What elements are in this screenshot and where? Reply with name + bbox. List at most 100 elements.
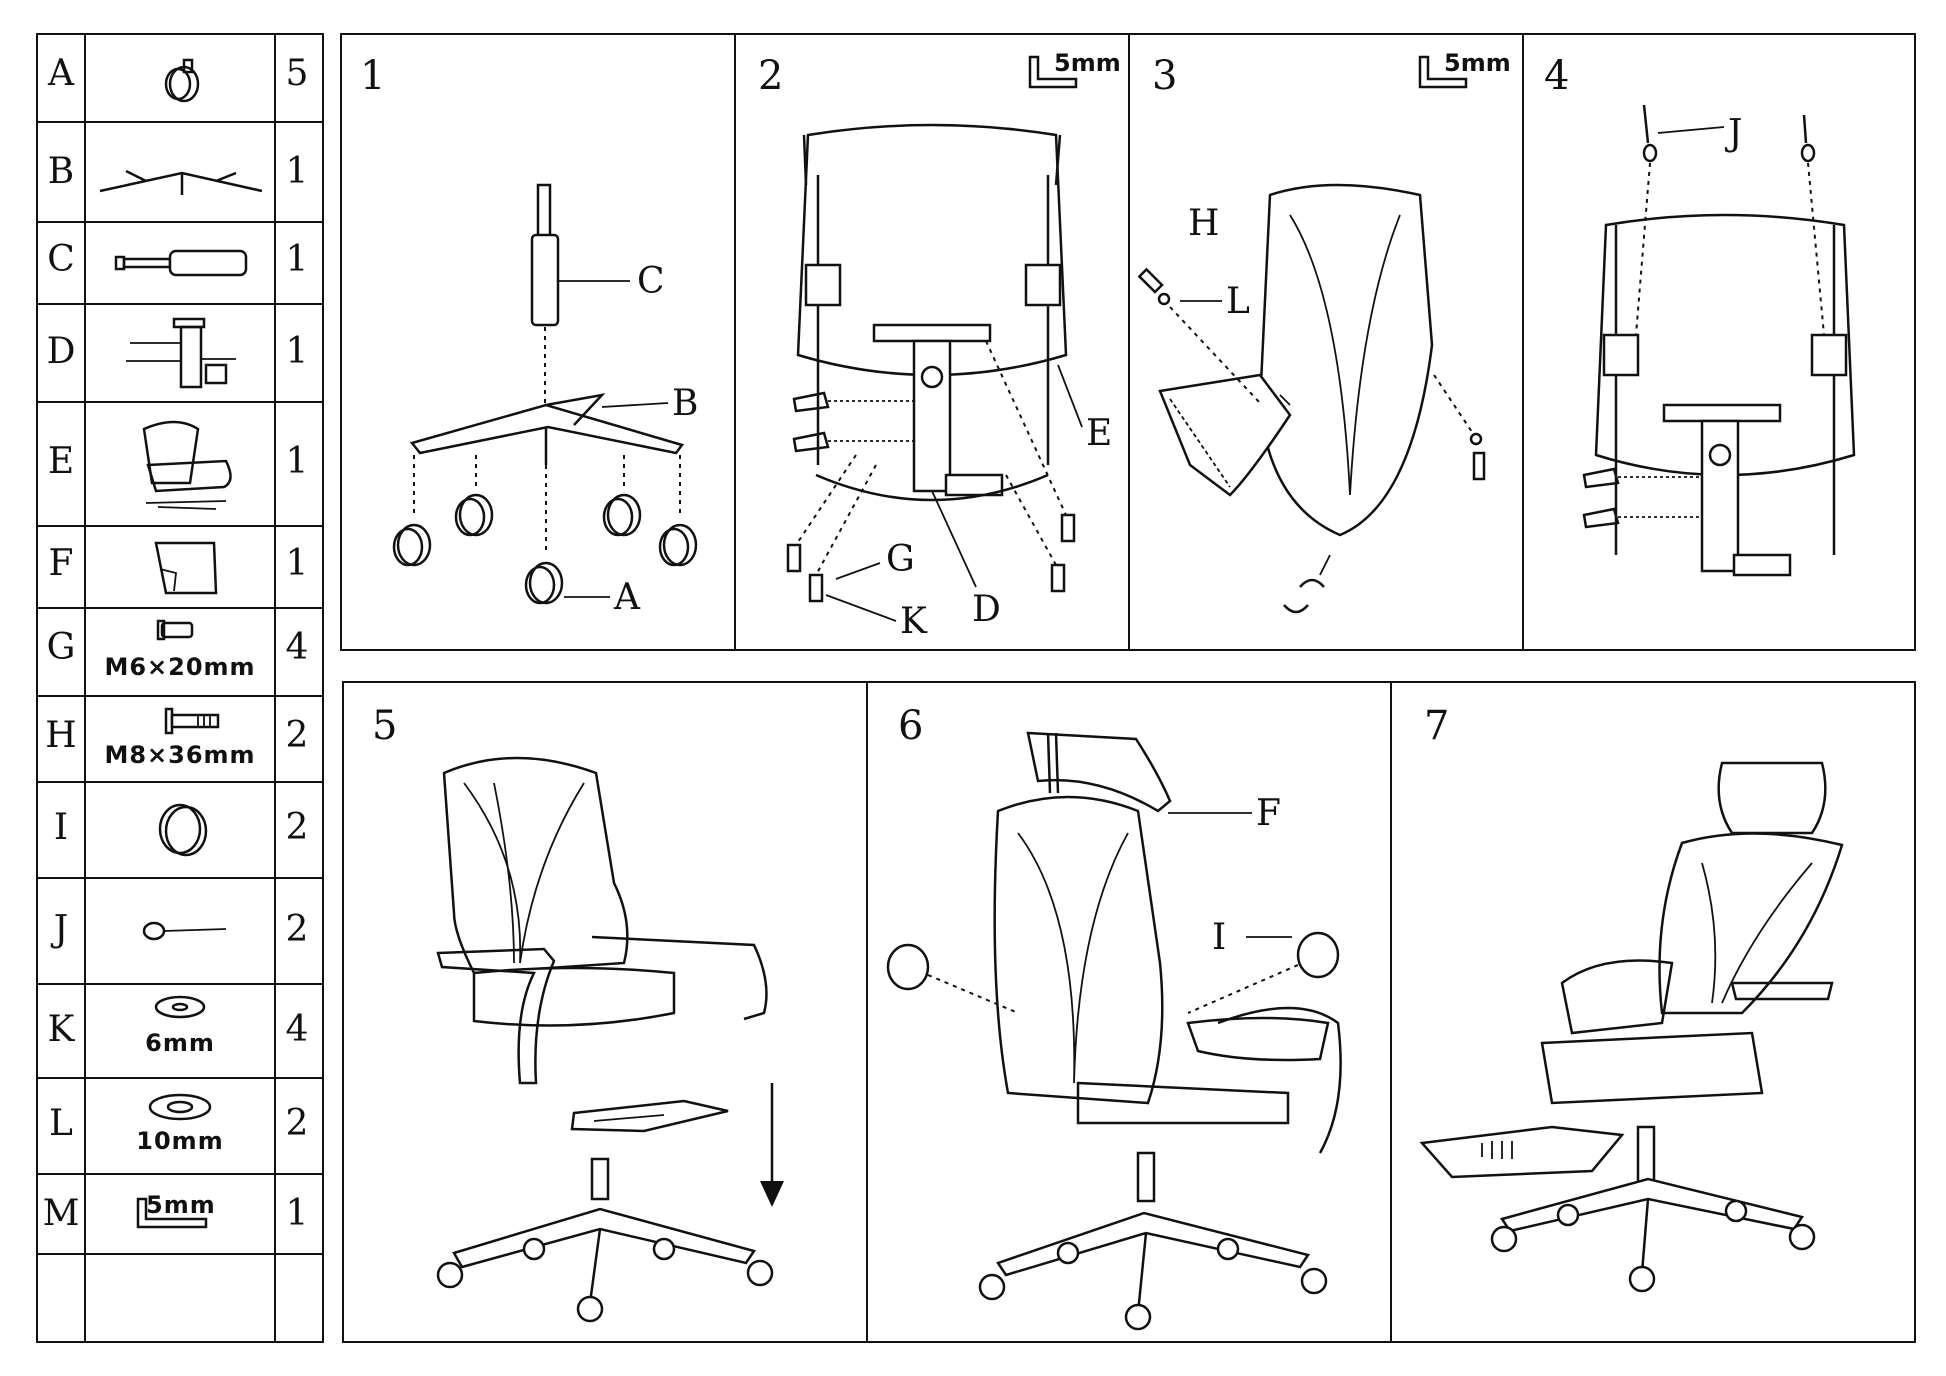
- part-row-l: L 10mm 2: [38, 1079, 322, 1175]
- part-qty: 2: [285, 909, 309, 950]
- step-number: 3: [1152, 53, 1178, 99]
- caster-wheel-icon: [454, 493, 494, 537]
- part-qty: 1: [285, 1193, 309, 1234]
- allen-key-icon: [1418, 55, 1468, 89]
- step-5-panel: 5: [342, 681, 868, 1343]
- part-row-b: B 1: [38, 123, 322, 223]
- tool-size: 5mm: [1444, 49, 1511, 77]
- label-d: D: [972, 589, 1001, 630]
- chair-body-icon: [142, 420, 232, 510]
- step-number: 6: [898, 703, 924, 749]
- caster-wheel-icon: [392, 523, 432, 567]
- pin-icon: [142, 921, 227, 941]
- part-row-i: I 2: [38, 783, 322, 879]
- part-qty: 1: [285, 239, 309, 280]
- label-j: J: [1724, 113, 1742, 154]
- gas-lift-icon: [114, 249, 248, 277]
- step-6-diagram: F I: [886, 731, 1342, 1331]
- part-qty: 4: [285, 1009, 309, 1050]
- washer-icon: [154, 995, 206, 1019]
- part-qty: 1: [285, 543, 309, 584]
- part-row-d: D 1: [38, 305, 322, 403]
- step-6-panel: 6 F I: [866, 681, 1392, 1343]
- step-3-panel: 3 5mm H L: [1128, 33, 1524, 651]
- part-qty: 1: [285, 151, 309, 192]
- part-size: M8×36mm: [104, 741, 256, 769]
- label-k: K: [900, 601, 928, 642]
- part-size: M6×20mm: [104, 653, 256, 681]
- rotate-icon: [1283, 578, 1325, 614]
- bolt-icon: [156, 619, 194, 641]
- part-row-h: H M8×36mm 2: [38, 697, 322, 783]
- label-b: B: [672, 383, 698, 424]
- part-row-f: F 1: [38, 527, 322, 609]
- part-letter: B: [47, 151, 75, 192]
- caster-wheel-icon: [164, 58, 200, 103]
- step-2-diagram: E G K D: [786, 123, 1112, 642]
- label-c: C: [637, 261, 665, 302]
- step-7-panel: 7: [1390, 681, 1916, 1343]
- part-qty: 5: [285, 53, 309, 94]
- part-row-m: M 5mm 1: [38, 1175, 322, 1255]
- part-letter: L: [49, 1103, 73, 1144]
- caster-wheel-icon: [602, 493, 642, 537]
- part-size: 10mm: [136, 1127, 224, 1155]
- label-i: I: [1212, 917, 1226, 958]
- cap-icon: [158, 803, 208, 857]
- part-qty: 2: [285, 807, 309, 848]
- allen-key-icon: [136, 1197, 208, 1229]
- step-number: 4: [1544, 53, 1570, 99]
- tool-size: 5mm: [1054, 49, 1121, 77]
- step-4-diagram: J: [1582, 104, 1856, 577]
- mechanism-icon: [126, 317, 236, 389]
- part-size: 5mm: [146, 1191, 216, 1219]
- part-letter: M: [42, 1193, 80, 1234]
- label-h: H: [1188, 203, 1219, 244]
- bolt-icon: [164, 707, 220, 735]
- part-qty: 1: [285, 441, 309, 482]
- part-letter: D: [46, 331, 76, 372]
- label-a: A: [613, 577, 641, 618]
- step-5-diagram: [436, 756, 784, 1323]
- arrow-down-icon: [760, 1181, 784, 1207]
- step-number: 5: [372, 703, 398, 749]
- part-letter: F: [48, 543, 74, 584]
- part-letter: A: [48, 53, 74, 94]
- step-1-panel: 1 C B A: [340, 33, 736, 651]
- caster-wheel-icon: [658, 523, 698, 567]
- part-row-empty: [38, 1255, 322, 1341]
- table-divider: [274, 35, 276, 1341]
- part-qty: 1: [285, 331, 309, 372]
- part-row-c: C 1: [38, 223, 322, 305]
- part-letter: J: [53, 909, 69, 950]
- step-7-diagram: [1419, 761, 1844, 1293]
- part-letter: K: [47, 1009, 75, 1050]
- step-2-panel: 2 5mm E G K D: [734, 33, 1130, 651]
- step-number: 2: [758, 53, 784, 99]
- label-f: F: [1256, 793, 1281, 834]
- part-row-k: K 6mm 4: [38, 985, 322, 1079]
- label-g: G: [886, 539, 915, 580]
- part-letter: C: [47, 239, 75, 280]
- part-row-g: G M6×20mm 4: [38, 609, 322, 697]
- step-number: 1: [360, 53, 386, 99]
- caster-wheel-icon: [524, 561, 564, 605]
- part-size: 6mm: [145, 1029, 215, 1057]
- part-qty: 4: [285, 627, 309, 668]
- part-qty: 2: [285, 1103, 309, 1144]
- headrest-icon: [154, 541, 218, 595]
- parts-table: A 5 B 1 C 1 D 1 E: [36, 33, 324, 1343]
- part-qty: 2: [285, 715, 309, 756]
- allen-key-icon: [1028, 55, 1078, 89]
- part-letter: E: [47, 441, 75, 482]
- part-letter: I: [53, 807, 69, 848]
- step-number: 7: [1424, 703, 1450, 749]
- label-e: E: [1086, 413, 1112, 454]
- part-row-j: J 2: [38, 879, 322, 985]
- washer-icon: [148, 1093, 212, 1121]
- step-3-diagram: H L: [1137, 183, 1486, 614]
- part-row-a: A 5: [38, 35, 322, 123]
- part-letter: H: [45, 715, 77, 756]
- base-icon: [99, 169, 263, 195]
- step-4-panel: 4 J: [1522, 33, 1916, 651]
